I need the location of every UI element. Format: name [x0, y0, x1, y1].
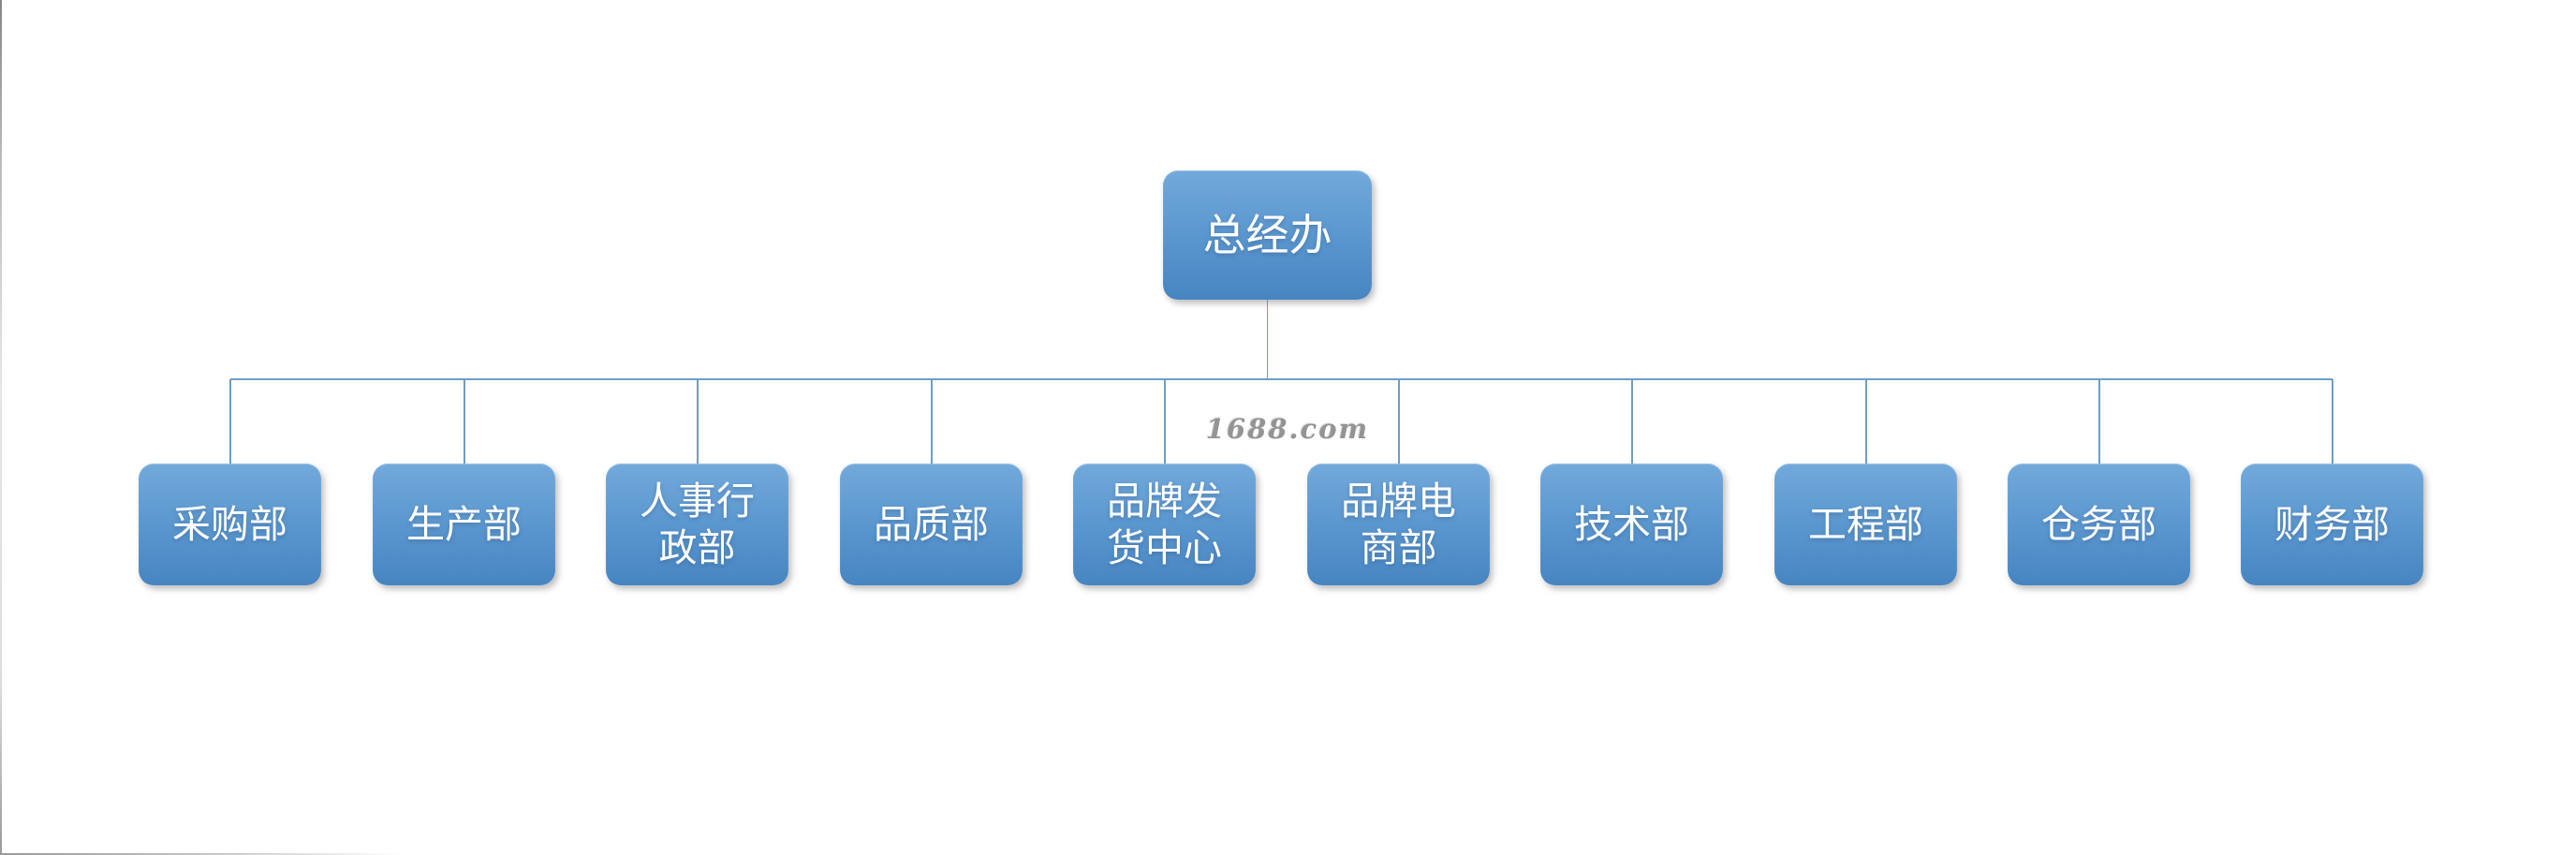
org-node-label: 品质部 — [874, 503, 989, 546]
org-node-finance: 财务部 — [2241, 464, 2423, 585]
org-node-label: 品牌电商部 — [1341, 479, 1456, 569]
connector-child-stub — [931, 379, 933, 464]
connector-root-stub — [1266, 299, 1268, 379]
org-node-label: 品牌发货中心 — [1107, 479, 1222, 569]
connector-child-stub — [1631, 379, 1633, 464]
window-left-edge — [0, 0, 2, 855]
org-node-label: 技术部 — [1574, 503, 1689, 546]
watermark-1688: 1688.com — [1205, 413, 1370, 445]
connector-child-stub — [1398, 379, 1400, 464]
org-node-brand-fulfillment-center: 品牌发货中心 — [1073, 464, 1256, 585]
org-node-quality: 品质部 — [840, 464, 1023, 585]
org-node-hr-admin: 人事行政部 — [606, 464, 788, 585]
connector-child-stub — [2098, 379, 2100, 464]
org-node-general-manager-office: 总经办 — [1163, 170, 1372, 300]
org-node-brand-ecommerce: 品牌电商部 — [1307, 464, 1490, 585]
org-node-engineering: 工程部 — [1774, 464, 1957, 585]
connector-bus-line — [230, 378, 2333, 380]
connector-child-stub — [1164, 379, 1166, 464]
connector-child-stub — [1865, 379, 1867, 464]
org-node-label: 生产部 — [406, 503, 522, 546]
org-node-production: 生产部 — [373, 464, 555, 585]
org-node-technology: 技术部 — [1540, 464, 1723, 585]
org-node-procurement: 采购部 — [139, 464, 321, 585]
connector-child-stub — [697, 379, 699, 464]
connector-child-stub — [229, 379, 231, 464]
org-node-label: 工程部 — [1808, 503, 1923, 546]
connector-child-stub — [464, 379, 465, 464]
org-node-warehouse: 仓务部 — [2008, 464, 2190, 585]
connector-child-stub — [2332, 379, 2333, 464]
org-node-label: 财务部 — [2274, 503, 2390, 546]
window-bottom-edge — [0, 853, 403, 855]
org-node-label: 采购部 — [172, 503, 287, 546]
org-node-label: 人事行政部 — [640, 479, 755, 569]
org-node-label: 仓务部 — [2041, 503, 2156, 546]
org-node-label: 总经办 — [1202, 211, 1332, 259]
